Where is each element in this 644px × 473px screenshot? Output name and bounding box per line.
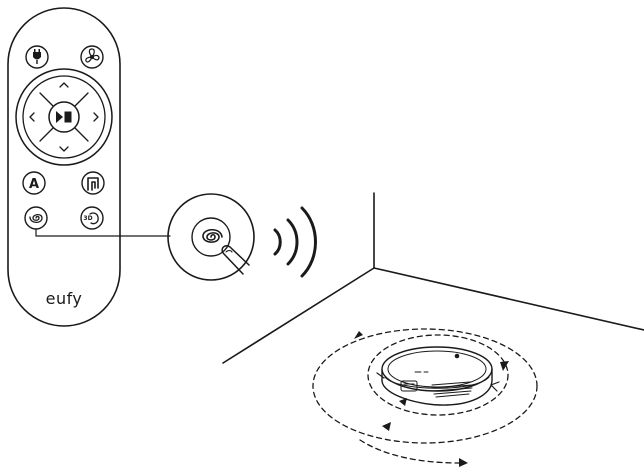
spot-button[interactable]: [25, 207, 47, 229]
floor-edge-left: [223, 268, 374, 363]
d-pad-right-button[interactable]: [94, 113, 98, 121]
floor-edge-right: [374, 268, 644, 330]
edge-button[interactable]: [82, 172, 104, 194]
boost-label: 3D: [83, 215, 92, 222]
callout-line: [36, 229, 170, 236]
brand-logo: eufy: [46, 289, 83, 308]
d-pad-down-button[interactable]: [60, 147, 68, 151]
d-pad-inner-ring: [23, 76, 105, 158]
room-corner: [223, 193, 644, 363]
magnified-spot-button: [168, 194, 254, 280]
d-pad-left-button[interactable]: [30, 113, 34, 121]
boost-button[interactable]: 3D: [81, 207, 103, 229]
chevron-down-icon: [60, 147, 68, 151]
remote-control: A 3D eufy: [8, 8, 120, 326]
robot-vacuum: [377, 347, 499, 405]
robot-sensor: [455, 354, 460, 359]
d-pad: [16, 69, 112, 165]
arrow-icon: [382, 422, 391, 431]
finger-pointer: [222, 246, 249, 274]
spot-clean-icon: [30, 215, 42, 223]
edge-clean-icon: [88, 178, 98, 190]
robot-vents: [432, 382, 472, 397]
chevron-left-icon: [30, 113, 34, 121]
power-button[interactable]: [26, 46, 48, 68]
power-icon: [33, 49, 41, 64]
play-pause-button[interactable]: [49, 102, 79, 132]
fan-icon: [86, 49, 99, 62]
play-pause-icon: [56, 111, 72, 123]
chevron-right-icon: [94, 113, 98, 121]
arrow-icon: [354, 331, 363, 339]
d-pad-up-button[interactable]: [60, 83, 68, 87]
wireless-signal-icon: [275, 208, 316, 276]
auto-label: A: [29, 177, 39, 192]
spot-clean-icon: [203, 230, 222, 242]
spiral-cleaning-path: [313, 329, 537, 463]
arrow-icon: [459, 458, 468, 467]
fan-button[interactable]: [81, 46, 103, 68]
chevron-up-icon: [60, 83, 68, 87]
auto-button[interactable]: A: [23, 172, 45, 194]
